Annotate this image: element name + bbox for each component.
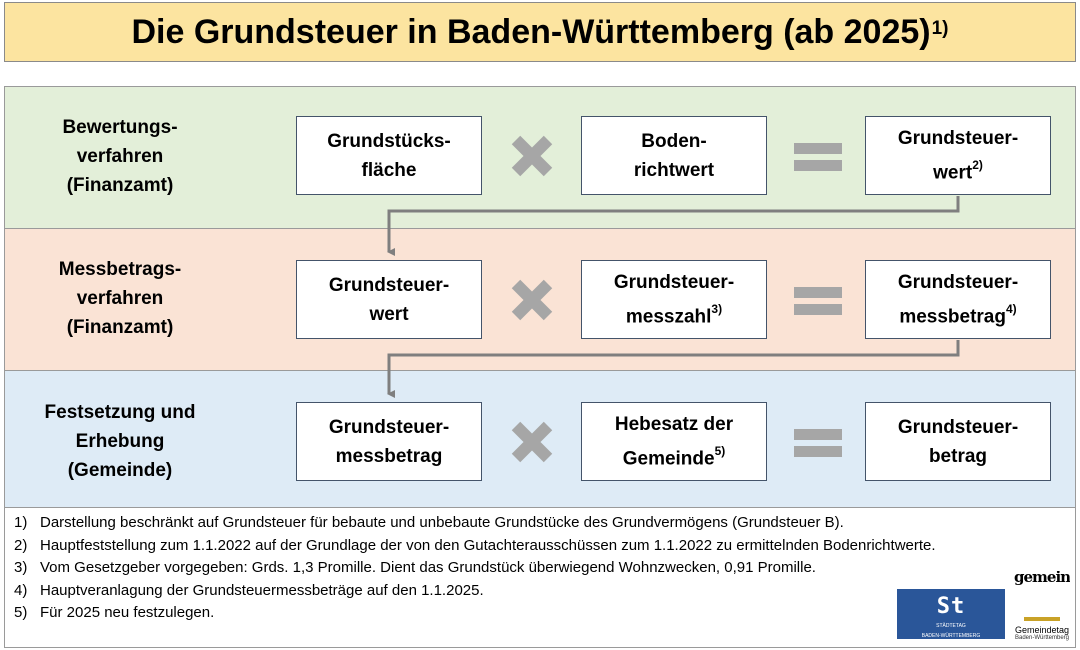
box-footnote: 2) — [972, 157, 983, 172]
footnote-number: 5) — [14, 604, 28, 621]
multiply-icon — [511, 279, 553, 321]
staedtetag-line2: BADEN-WÜRTTEMBERG — [921, 633, 981, 639]
gemeindetag-bar — [1024, 617, 1060, 621]
multiply-icon — [511, 421, 553, 463]
equals-icon — [794, 429, 842, 457]
stage-label-line: Festsetzung und — [44, 402, 196, 423]
footnote-text: Vom Gesetzgeber vorgegeben: Grds. 1,3 Pr… — [40, 559, 816, 576]
box-line: betrag — [928, 445, 988, 467]
footnote-2: 2) Hauptfeststellung zum 1.1.2022 auf der… — [14, 536, 936, 556]
gemeindetag-logo: gemeindetag Gemeindetag Baden-Württember… — [1014, 571, 1070, 645]
box-grundsteuerbetrag: Grundsteuer-betrag — [865, 402, 1051, 481]
box-line: Grundsteuer- — [897, 271, 1019, 293]
footnote-3: 3) Vom Gesetzgeber vorgegeben: Grds. 1,3 … — [14, 558, 816, 578]
box-line: Grundstücks- — [327, 130, 451, 152]
footnote-number: 2) — [14, 537, 28, 554]
box-grundsteuermessbetrag: Grundsteuer-messbetrag — [296, 402, 482, 481]
staedtetag-line1: STÄDTETAG — [936, 623, 966, 629]
stage-label-line: (Finanzamt) — [66, 175, 174, 196]
box-footnote: 3) — [711, 301, 723, 316]
box-line: wert — [933, 162, 973, 184]
staedtetag-logo: St STÄDTETAG BADEN-WÜRTTEMBERG — [897, 589, 1005, 639]
footnote-number: 3) — [14, 559, 28, 576]
footnote-text: Darstellung beschränkt auf Grundsteuer f… — [40, 514, 844, 531]
stage-label-line: Erhebung — [75, 431, 165, 452]
box-line: Grundsteuer- — [897, 127, 1019, 149]
box-line: Grundsteuer- — [328, 274, 450, 296]
title-text: Die Grundsteuer in Baden-Württemberg (ab… — [131, 12, 931, 51]
stage-label-messbetrag: Messbetrags- verfahren (Finanzamt) — [20, 255, 220, 342]
box-line: messbetrag — [899, 306, 1006, 328]
footnote-5: 5) Für 2025 neu festzulegen. — [14, 603, 214, 623]
box-grundstuecksflaeche: Grundstücks-fläche — [296, 116, 482, 195]
page-title: Die Grundsteuer in Baden-Württemberg (ab… — [4, 2, 1076, 62]
gemeindetag-name: Gemeindetag — [1014, 625, 1070, 635]
box-line: Grundsteuer- — [328, 416, 450, 438]
equals-icon — [794, 287, 842, 315]
footnote-1: 1) Darstellung beschränkt auf Grundsteuer… — [14, 513, 844, 533]
multiply-icon — [511, 135, 553, 177]
box-line: messzahl — [625, 306, 712, 328]
equals-icon — [794, 143, 842, 171]
box-grundsteuermessbetrag-result: Grundsteuer-messbetrag4) — [865, 260, 1051, 339]
gemeindetag-sub: Baden-Württemberg — [1014, 635, 1070, 641]
box-line: Hebesatz der — [614, 413, 734, 435]
stage-label-line: verfahren — [76, 288, 164, 309]
box-grundsteuerwert-result: Grundsteuer-wert2) — [865, 116, 1051, 195]
stage-label-bewertung: Bewertungs- verfahren (Finanzamt) — [20, 113, 220, 200]
box-line: Boden- — [641, 130, 707, 152]
box-footnote: 4) — [1005, 301, 1017, 316]
box-line: messbetrag — [335, 445, 443, 467]
box-line: Gemeinde — [622, 448, 715, 470]
box-line: Grundsteuer- — [897, 416, 1019, 438]
footnote-text: Hauptveranlagung der Grundsteuermessbetr… — [40, 582, 484, 599]
box-line: richtwert — [633, 159, 715, 181]
title-footnote: 1) — [931, 18, 949, 39]
stage-label-festsetzung: Festsetzung und Erhebung (Gemeinde) — [20, 398, 220, 485]
stage-label-line: (Gemeinde) — [67, 460, 173, 481]
stage-label-line: (Finanzamt) — [66, 317, 174, 338]
gemeindetag-mark: gemeindetag — [1014, 571, 1070, 586]
box-grundsteuermesszahl: Grundsteuer-messzahl3) — [581, 260, 767, 339]
staedtetag-mark: St — [936, 594, 966, 619]
stage-label-line: Messbetrags- — [58, 259, 182, 280]
box-line: Grundsteuer- — [613, 271, 735, 293]
footnote-number: 4) — [14, 582, 28, 599]
box-footnote: 5) — [714, 443, 726, 458]
box-grundsteuerwert: Grundsteuer-wert — [296, 260, 482, 339]
stage-label-line: verfahren — [76, 146, 164, 167]
stage-label-line: Bewertungs- — [62, 117, 178, 138]
footnote-text: Hauptfeststellung zum 1.1.2022 auf der G… — [40, 537, 936, 554]
footnote-number: 1) — [14, 514, 28, 531]
box-bodenrichtwert: Boden-richtwert — [581, 116, 767, 195]
box-line: wert — [369, 303, 409, 325]
box-line: fläche — [361, 159, 417, 181]
footnote-text: Für 2025 neu festzulegen. — [40, 604, 215, 621]
footnote-4: 4) Hauptveranlagung der Grundsteuermessbe… — [14, 581, 484, 601]
